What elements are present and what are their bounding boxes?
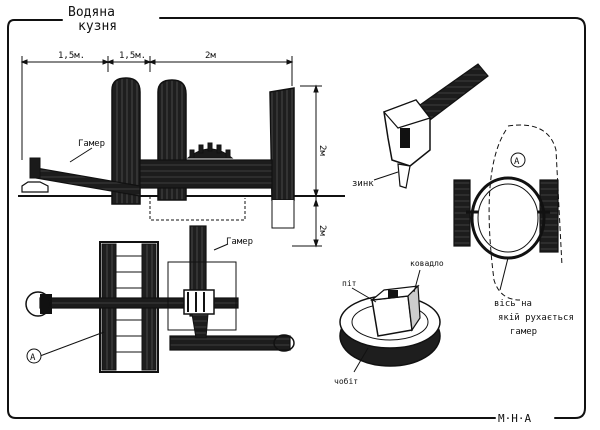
a-leader-line (39, 331, 105, 357)
anvil-hollow (388, 290, 398, 298)
dim-label-1: 1,5м. (58, 51, 85, 61)
diagram-title: Водяна кузня (68, 5, 117, 34)
dim-label-3: 2м (205, 51, 216, 61)
hammer-top-leader-line (213, 243, 229, 251)
chobit-leader-line (353, 347, 369, 373)
anvil-side (21, 181, 49, 193)
zynk-detail: зинк (352, 63, 489, 189)
label-kovadlo: ковадло (410, 259, 444, 268)
dimension-line-top (20, 56, 294, 160)
hammer-head-side (29, 157, 41, 179)
label-chobit: чобіт (334, 376, 358, 386)
page-frame (7, 17, 586, 419)
dim-label-2: 1,5м. (119, 51, 146, 61)
water-wheel-side (186, 142, 234, 159)
wooden-post-1 (111, 77, 141, 205)
dim-label-h1: 2м (317, 145, 327, 156)
water-channel (149, 196, 246, 221)
axis-block-right (539, 179, 559, 253)
title-line-2: кузня (78, 19, 117, 34)
label-hammer-side: Гамер (78, 139, 105, 149)
label-axis-1: вісь на (494, 299, 532, 309)
circle-a-top (510, 152, 526, 168)
wooden-post-3 (269, 87, 295, 201)
post-foundation (271, 200, 295, 229)
socket-hole (400, 128, 410, 148)
signature: М·Н·А (498, 412, 531, 425)
axis-leader-line (499, 257, 509, 291)
kovadlo-leader-line (413, 269, 421, 293)
label-axis-2: якій рухається (498, 313, 574, 323)
hammer-leader-line (69, 147, 93, 163)
circle-a-bottom (26, 348, 42, 364)
title-line-1: Водяна (68, 5, 115, 20)
label-zynk: зинк (352, 179, 374, 189)
dim-label-h2: 2м (317, 225, 327, 236)
horizontal-beam (139, 159, 273, 189)
top-view: А Гамер (25, 225, 295, 373)
axis-detail: А вісь на якій рухається гамер (453, 124, 574, 337)
anvil-block (371, 295, 413, 337)
dimension-line-vertical (292, 84, 322, 248)
label-axis-3: гамер (510, 327, 537, 337)
zynk-tip (397, 163, 411, 189)
axis-ring (470, 176, 546, 260)
anvil-detail: ковадло піт чобіт (334, 259, 444, 386)
label-a-bottom: А (30, 353, 36, 363)
label-pit: піт (342, 279, 357, 288)
pit-leader-line (351, 287, 377, 303)
zynk-leader-line (373, 171, 399, 181)
label-hammer-top: Гамер (226, 237, 253, 247)
side-view: 1,5м. 1,5м. 2м 2м 2м (18, 51, 345, 248)
lower-beam-top (169, 335, 291, 351)
label-a-top: А (514, 157, 520, 167)
